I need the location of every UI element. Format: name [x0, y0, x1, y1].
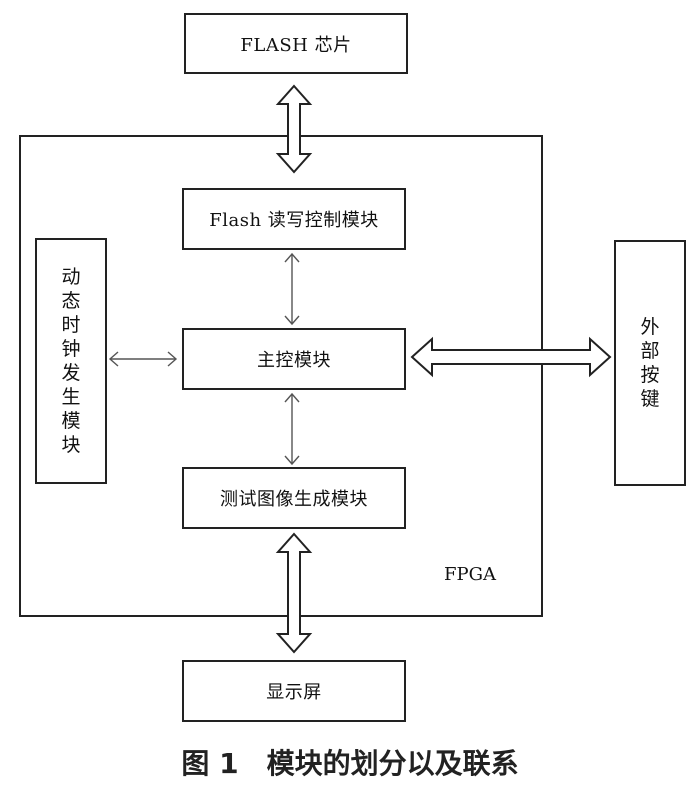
flash-chip-label: FLASH 芯片 [240, 34, 352, 56]
test-image-gen-box: 测试图像生成模块 [182, 467, 406, 529]
test-image-gen-label: 测试图像生成模块 [220, 489, 368, 510]
flash-chip-bus-arrow [275, 84, 313, 174]
fpga-label: FPGA [444, 564, 496, 585]
clock-main-arrow [108, 351, 178, 367]
main-control-box: 主控模块 [182, 328, 406, 390]
dynamic-clock-label: 动态时钟发生模块 [61, 266, 81, 456]
flash-chip-box: FLASH 芯片 [184, 13, 408, 74]
fpga-boundary [19, 135, 543, 617]
figure-caption: 图 1 模块的划分以及联系 [181, 747, 519, 780]
testgen-display-bus-arrow [275, 532, 313, 654]
flash-rw-control-label: Flash 读写控制模块 [209, 210, 379, 231]
dynamic-clock-box: 动态时钟发生模块 [35, 238, 107, 484]
main-keys-bus-arrow [410, 336, 612, 378]
flashrw-main-arrow [284, 252, 300, 326]
external-keys-label: 外部按键 [640, 316, 660, 410]
flash-rw-control-box: Flash 读写控制模块 [182, 188, 406, 250]
display-label: 显示屏 [266, 682, 322, 703]
external-keys-box: 外部按键 [614, 240, 686, 486]
main-testgen-arrow [284, 392, 300, 466]
main-control-label: 主控模块 [257, 350, 331, 371]
display-box: 显示屏 [182, 660, 406, 722]
